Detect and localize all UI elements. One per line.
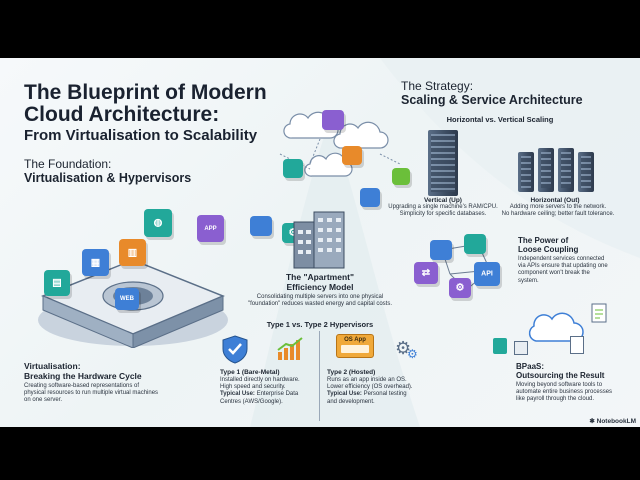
apartment-description: Consolidating multiple servers into one … <box>247 294 392 308</box>
network-cube-icon <box>283 159 303 178</box>
globe-cube-icon: ◍ <box>144 209 172 237</box>
vm-cube-icon: ▤ <box>44 270 70 296</box>
service-cube-icon: ⚙ <box>449 278 471 298</box>
strategy-heading: The Strategy: Scaling & Service Architec… <box>401 79 583 108</box>
os-app-badge: OS App <box>336 334 374 358</box>
hypervisors-title: Type 1 vs. Type 2 Hypervisors <box>266 320 374 329</box>
app-cube-icon: APP <box>197 215 224 242</box>
virtualisation-block: Virtualisation: Breaking the Hardware Cy… <box>24 361 159 404</box>
apartment-building-icon <box>293 211 345 269</box>
bpaas-illustration <box>528 303 607 342</box>
coupling-block: The Power of Loose Coupling Independent … <box>518 236 608 284</box>
vm-cube-icon: ▦ <box>82 249 109 276</box>
network-cube-icon <box>392 168 410 185</box>
horizontal-server-icon <box>578 152 594 192</box>
service-cube-icon <box>464 234 486 254</box>
horizontal-server-icon <box>538 148 554 192</box>
api-cube-icon: API <box>474 262 500 286</box>
checklist-icon <box>514 341 528 355</box>
gear-small-icon: ⚙ <box>407 347 418 361</box>
notebooklm-logo: ✱ NotebookLM <box>589 418 636 425</box>
network-cube-icon <box>250 216 272 236</box>
vertical-description: Upgrading a single machine's RAM/CPU. Si… <box>388 204 498 218</box>
network-cube-icon <box>342 146 362 165</box>
apartment-title: The "Apartment" Efficiency Model <box>285 272 355 292</box>
horizontal-description: Adding more servers to the network. No h… <box>501 204 615 218</box>
growth-chart-icon <box>277 337 303 360</box>
document-icon <box>493 338 507 354</box>
payroll-doc-icon <box>570 336 584 354</box>
letterbox-bar <box>0 427 640 480</box>
infographic: The Blueprint of Modern Cloud Architectu… <box>0 58 640 427</box>
vm-cube-icon: ▥ <box>119 239 146 266</box>
bpaas-block: BPaaS: Outsourcing the Result Moving bey… <box>516 362 613 403</box>
type2-block: Type 2 (Hosted) Runs as an app inside an… <box>327 369 413 405</box>
scaling-subtitle: Horizontal vs. Vertical Scaling <box>446 115 554 124</box>
network-cube-icon <box>322 110 344 130</box>
network-cube-icon <box>360 188 380 207</box>
shield-check-icon <box>222 335 248 364</box>
web-cube-icon: WEB <box>115 288 139 310</box>
vertical-server-icon <box>428 130 458 196</box>
main-title: The Blueprint of Modern Cloud Architectu… <box>24 81 267 145</box>
gears-icon: ⚙ <box>395 338 412 358</box>
horizontal-server-icon <box>518 152 534 192</box>
service-cube-icon: ⇄ <box>414 262 438 284</box>
horizontal-server-icon <box>558 148 574 192</box>
horizontal-title: Horizontal (Out) <box>530 197 580 204</box>
type1-block: Type 1 (Bare-Metal) Installed directly o… <box>220 369 300 405</box>
hardware-server-illustration <box>38 259 228 348</box>
service-cube-icon <box>430 240 452 260</box>
foundation-heading: The Foundation: Virtualisation & Hypervi… <box>24 157 192 186</box>
vertical-title: Vertical (Up) <box>424 197 462 204</box>
hypervisor-divider <box>319 331 320 421</box>
